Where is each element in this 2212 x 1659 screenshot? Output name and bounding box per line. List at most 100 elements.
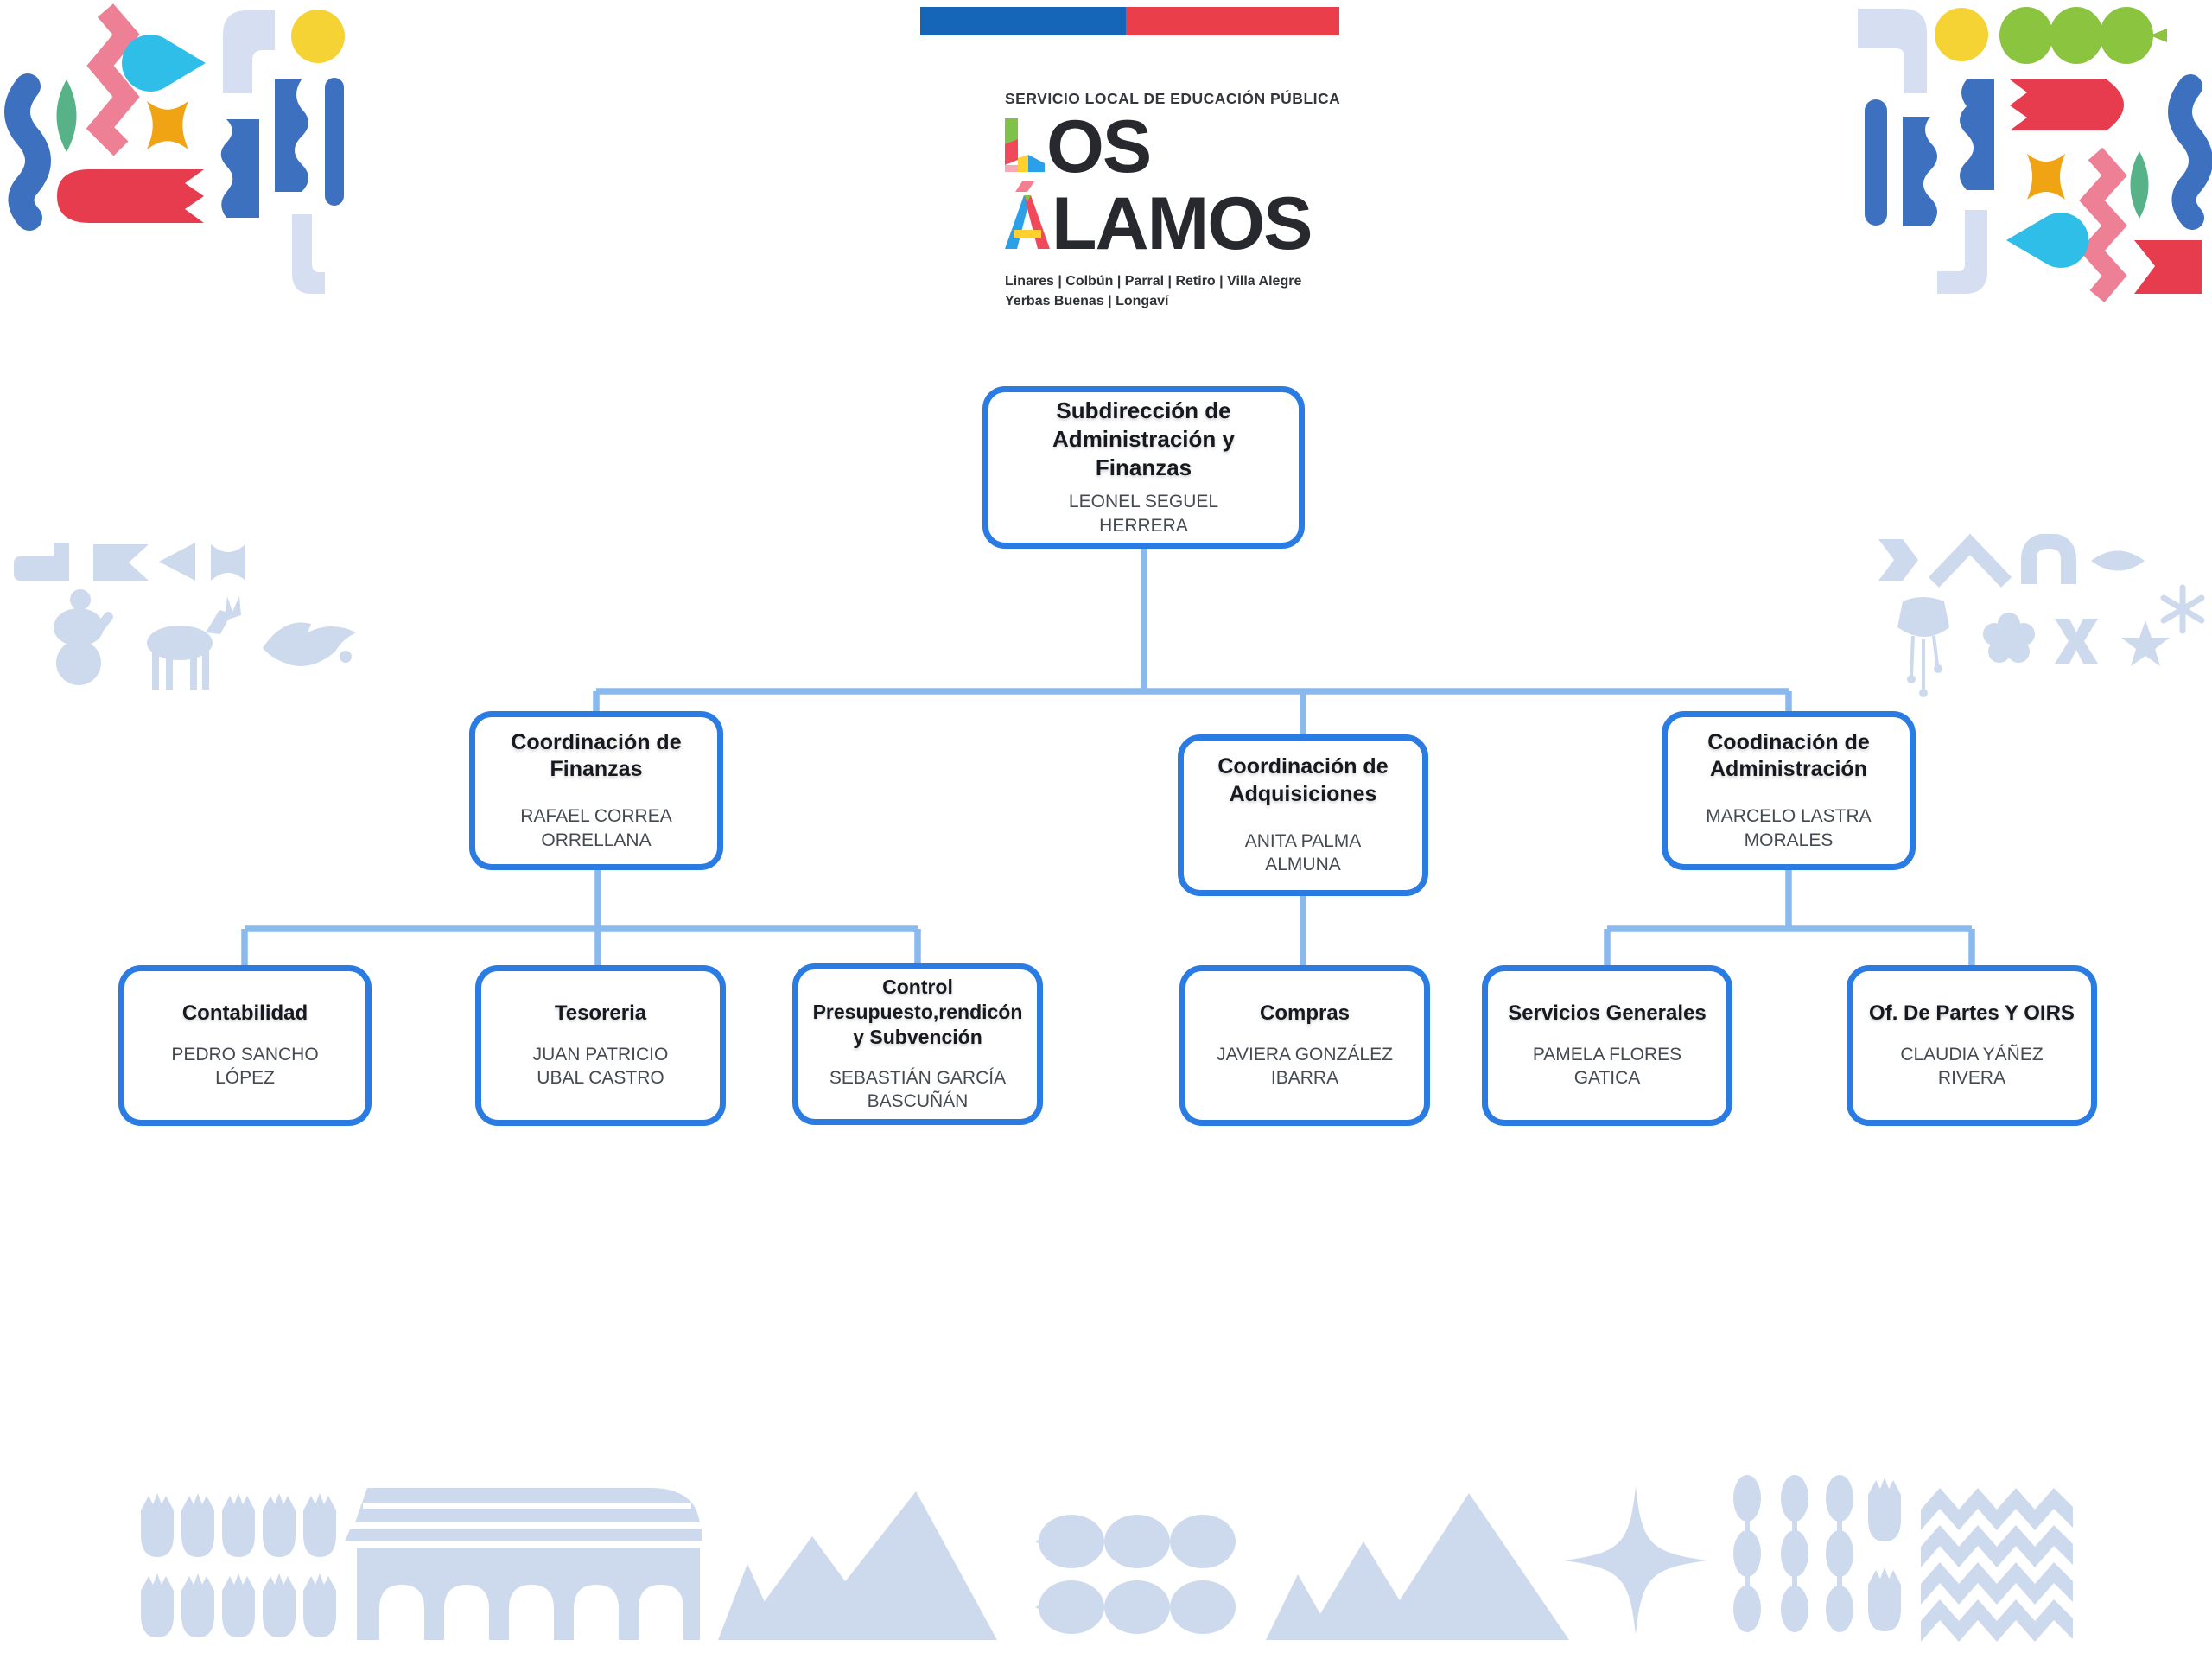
chevron-icon — [1878, 539, 1918, 581]
bar-icon — [1865, 99, 1887, 226]
copihue-flower-icon — [1897, 597, 1949, 697]
wavy-column-icon — [220, 119, 259, 218]
sun-circle-icon — [1935, 8, 1988, 61]
colorful-letter-a-icon — [1005, 181, 1050, 250]
flag-pennant-icon — [93, 544, 149, 581]
decor-middle-left — [14, 543, 356, 690]
flag-bar — [920, 7, 1339, 35]
node-person-name: SEBASTIÁN GARCÍA BASCUÑÁN — [829, 1067, 1007, 1112]
wave-ribbon-icon — [2168, 74, 2212, 230]
mountains-icon — [718, 1491, 997, 1640]
corner-bracket-icon — [292, 214, 325, 294]
asterisk-icon — [2160, 584, 2205, 634]
decor-bottom-band — [141, 1475, 2073, 1642]
star-icon — [2121, 620, 2170, 666]
tulip-field-icon — [141, 1493, 336, 1637]
node-person-name: LEONEL SEGUEL HERRERA — [1068, 492, 1219, 537]
org-node-coordinacion-adquisiciones: Coordinación de Adquisiciones ANITA PALM… — [1178, 734, 1428, 896]
flag-pennant-icon — [2134, 240, 2202, 294]
hourglass-icon — [147, 101, 188, 149]
org-node-oficina-de-partes-oirs: Of. De Partes Y OIRS CLAUDIA YÁÑEZ RIVER… — [1847, 965, 2097, 1126]
bar-icon — [325, 78, 344, 206]
org-node-tesoreria: Tesoreria JUAN PATRICIO UBAL CASTRO — [475, 965, 726, 1126]
arch-icon — [2021, 534, 2076, 584]
bowtie-icon — [211, 544, 245, 581]
communes-line-2: Yerbas Buenas | Longaví — [1005, 293, 1169, 308]
mountains-icon — [1266, 1493, 1569, 1640]
node-person-name: JAVIERA GONZÁLEZ IBARRA — [1217, 1044, 1393, 1089]
node-title: Contabilidad — [181, 1001, 308, 1026]
hourglass-icon — [2027, 154, 2065, 200]
x-shape-icon — [2055, 619, 2098, 664]
logo-wordmark: OS LAMOS — [1005, 110, 1368, 261]
node-title: Control Presupuesto,rendicón y Subvenció… — [812, 975, 1023, 1049]
org-node-compras: Compras JAVIERA GONZÁLEZ IBARRA — [1179, 965, 1430, 1126]
corner-bracket-icon — [1858, 9, 1927, 93]
banner-icon — [57, 169, 204, 223]
node-person-name: PEDRO SANCHO LÓPEZ — [171, 1044, 319, 1089]
corner-bracket-icon — [1937, 210, 1987, 294]
node-title: Compras — [1259, 1001, 1351, 1026]
org-node-control-presupuesto: Control Presupuesto,rendicón y Subvenció… — [792, 963, 1043, 1125]
condor-icon — [263, 622, 356, 666]
wavy-column-icon — [275, 79, 308, 192]
flower-icon — [1983, 613, 2035, 663]
wordmark-line-2: LAMOS — [1005, 181, 1368, 261]
node-person-name: JUAN PATRICIO UBAL CASTRO — [532, 1044, 669, 1089]
communes-line-1: Linares | Colbún | Parral | Retiro | Vil… — [1005, 274, 1302, 289]
sun-circle-icon — [291, 10, 345, 63]
org-node-servicios-generales: Servicios Generales PAMELA FLORES GATICA — [1482, 965, 1732, 1126]
leaf-icon — [2130, 151, 2149, 219]
lens-icon — [2091, 550, 2145, 571]
seed-pods-icon — [1999, 7, 2167, 64]
logo-service-line: SERVICIO LOCAL DE EDUCACIÓN PÚBLICA — [1005, 90, 1341, 107]
org-node-subdireccion: Subdirección de Administración y Finanza… — [982, 386, 1305, 549]
hook-shape-icon — [14, 543, 69, 581]
zigzag-icon — [86, 3, 140, 156]
pod-columns-icon — [1733, 1475, 1853, 1632]
node-title: Subdirección de Administración y Finanza… — [1052, 397, 1235, 481]
wave-ribbon-icon — [4, 73, 51, 231]
logo-communes: Linares | Colbún | Parral | Retiro | Vil… — [1005, 272, 1368, 311]
wavy-column-icon — [1960, 79, 1994, 190]
chinchinero-figure-icon — [54, 589, 113, 685]
corner-bracket-icon — [223, 10, 275, 93]
tulip-column-icon — [1868, 1478, 1901, 1631]
org-node-coordinacion-finanzas: Coordinación de Finanzas RAFAEL CORREA O… — [469, 711, 723, 870]
org-node-contabilidad: Contabilidad PEDRO SANCHO LÓPEZ — [118, 965, 372, 1126]
org-node-coordinacion-administracion: Coodinación de Administración MARCELO LA… — [1662, 711, 1916, 870]
logo-lockup: SERVICIO LOCAL DE EDUCACIÓN PÚBLICA OS L… — [1005, 90, 1368, 311]
leaf-icon — [56, 79, 77, 152]
mountain-outline-icon — [1928, 534, 2012, 588]
node-title: Of. De Partes Y OIRS — [1869, 1001, 2075, 1026]
triangle-icon — [159, 543, 195, 581]
wordmark-line-1: OS — [1005, 110, 1368, 184]
droplet-icon — [122, 35, 206, 92]
droplet-icon — [2006, 213, 2089, 268]
node-title: Coordinación de Finanzas — [511, 729, 682, 782]
wordmark-line1-rest: OS — [1046, 105, 1152, 188]
wavy-column-icon — [1903, 117, 1937, 226]
node-person-name: MARCELO LASTRA MORALES — [1706, 806, 1872, 850]
decor-top-left — [4, 3, 345, 294]
zigzag-block-icon — [1921, 1488, 2073, 1642]
train-viaduct-icon — [345, 1488, 702, 1640]
node-title: Coordinación de Adquisiciones — [1217, 754, 1389, 806]
sparkle-icon — [1564, 1486, 1707, 1635]
flag-blue-segment — [920, 7, 1126, 35]
seed-pods-icon — [1035, 1515, 1236, 1634]
zigzag-icon — [2079, 147, 2127, 303]
node-title: Coodinación de Administración — [1707, 729, 1870, 782]
node-title: Tesoreria — [554, 1001, 647, 1026]
node-person-name: RAFAEL CORREA ORRELLANA — [520, 806, 672, 850]
decor-middle-right — [1878, 534, 2205, 697]
node-person-name: ANITA PALMA ALMUNA — [1244, 830, 1362, 875]
node-person-name: CLAUDIA YÁÑEZ RIVERA — [1900, 1044, 2044, 1089]
deer-icon — [147, 596, 241, 690]
node-title: Servicios Generales — [1508, 1001, 1707, 1026]
flag-red-segment — [1125, 7, 1339, 35]
node-person-name: PAMELA FLORES GATICA — [1532, 1044, 1682, 1089]
banner-icon — [2010, 79, 2124, 130]
